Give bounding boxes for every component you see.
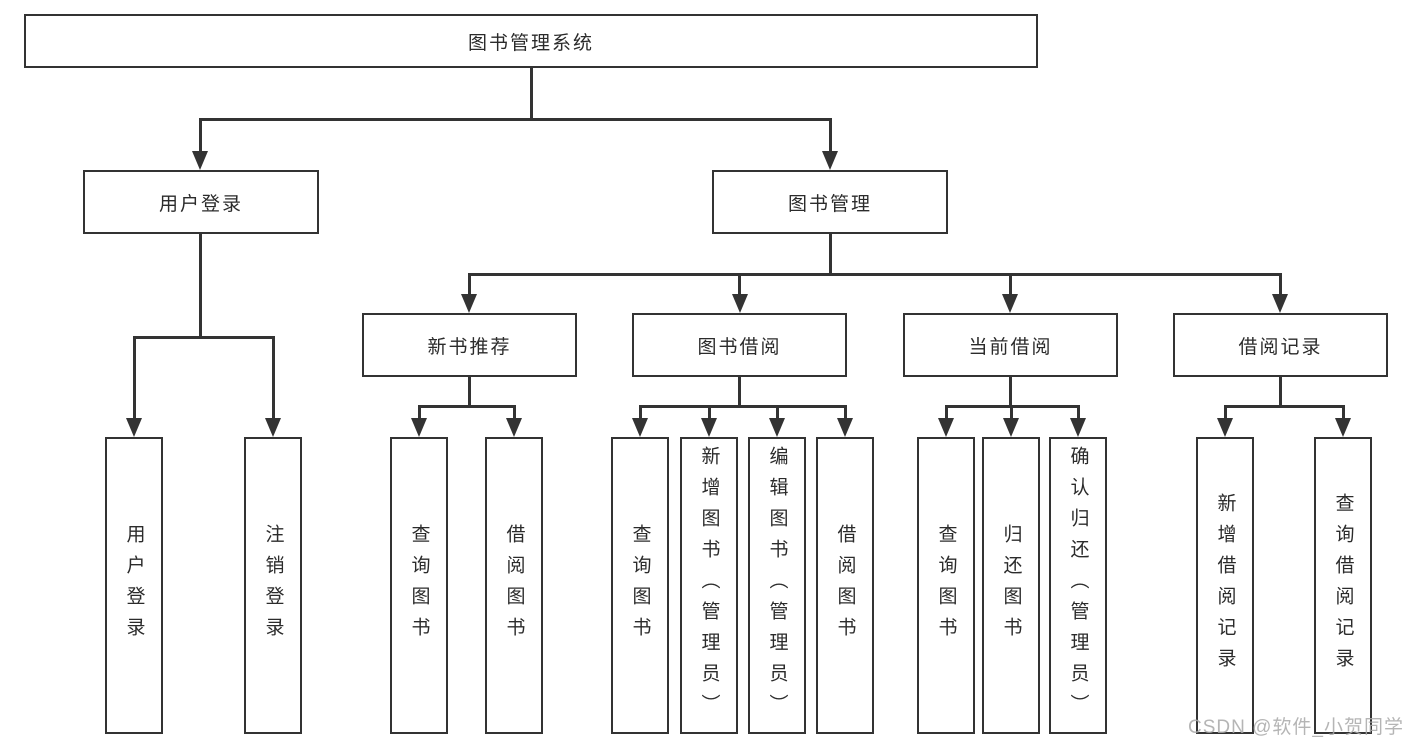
leaf-borrowing-borrow-books-label: 借阅图书 bbox=[834, 523, 856, 648]
leaf-borrowing-edit-books-admin-label: 编辑图书（管理员） bbox=[766, 446, 788, 725]
node-new-book-recommend-label: 新书推荐 bbox=[427, 336, 512, 358]
leaf-borrowing-add-books-admin: 新增图书（管理员） bbox=[680, 437, 738, 734]
connector-line bbox=[1224, 405, 1227, 421]
arrow-down-icon bbox=[126, 418, 142, 437]
node-root-label: 图书管理系统 bbox=[467, 32, 594, 54]
connector-line bbox=[829, 234, 832, 275]
leaf-borrowing-add-books-admin-label: 新增图书（管理员） bbox=[698, 446, 720, 725]
leaf-recommend-query-books: 查询图书 bbox=[390, 437, 448, 734]
leaf-logout: 注销登录 bbox=[244, 437, 302, 734]
connector-line bbox=[133, 336, 274, 339]
node-current-borrowing-label: 当前借阅 bbox=[968, 336, 1053, 358]
leaf-logout-label: 注销登录 bbox=[262, 523, 284, 648]
connector-line bbox=[133, 336, 136, 421]
arrow-down-icon bbox=[1217, 418, 1233, 437]
connector-line bbox=[199, 118, 831, 121]
leaf-borrowing-edit-books-admin: 编辑图书（管理员） bbox=[748, 437, 806, 734]
leaf-borrowing-query-books-label: 查询图书 bbox=[629, 523, 651, 648]
leaf-recommend-borrow-books-label: 借阅图书 bbox=[503, 523, 525, 648]
node-current-borrowing: 当前借阅 bbox=[903, 313, 1118, 377]
connector-line bbox=[639, 405, 846, 408]
connector-line bbox=[1009, 377, 1012, 407]
node-book-management-label: 图书管理 bbox=[787, 193, 872, 215]
connector-line bbox=[418, 405, 421, 421]
connector-line bbox=[945, 405, 948, 421]
connector-line bbox=[418, 405, 515, 408]
connector-line bbox=[468, 273, 1281, 276]
leaf-recommend-borrow-books: 借阅图书 bbox=[485, 437, 543, 734]
connector-line bbox=[639, 405, 642, 421]
leaf-records-add-borrow-record: 新增借阅记录 bbox=[1196, 437, 1254, 734]
connector-line bbox=[738, 377, 741, 407]
connector-line bbox=[844, 405, 847, 421]
leaf-current-query-books: 查询图书 bbox=[917, 437, 975, 734]
connector-line bbox=[468, 377, 471, 407]
connector-line bbox=[1077, 405, 1080, 421]
node-book-borrowing: 图书借阅 bbox=[632, 313, 847, 377]
connector-line bbox=[738, 273, 741, 296]
node-user-login: 用户登录 bbox=[83, 170, 319, 234]
arrow-down-icon bbox=[938, 418, 954, 437]
leaf-records-query-borrow-record: 查询借阅记录 bbox=[1314, 437, 1372, 734]
arrow-down-icon bbox=[1002, 294, 1018, 313]
connector-line bbox=[513, 405, 516, 421]
arrow-down-icon bbox=[192, 151, 208, 170]
node-book-borrowing-label: 图书借阅 bbox=[697, 336, 782, 358]
leaf-user-login: 用户登录 bbox=[105, 437, 163, 734]
connector-line bbox=[199, 234, 202, 337]
connector-line bbox=[1279, 377, 1282, 407]
leaf-current-return-books-label: 归还图书 bbox=[1000, 523, 1022, 648]
arrow-down-icon bbox=[506, 418, 522, 437]
leaf-recommend-query-books-label: 查询图书 bbox=[408, 523, 430, 648]
leaf-user-login-label: 用户登录 bbox=[123, 523, 145, 648]
arrow-down-icon bbox=[1335, 418, 1351, 437]
arrow-down-icon bbox=[822, 151, 838, 170]
connector-line bbox=[708, 405, 711, 421]
arrow-down-icon bbox=[837, 418, 853, 437]
arrow-down-icon bbox=[1272, 294, 1288, 313]
arrow-down-icon bbox=[701, 418, 717, 437]
connector-line bbox=[530, 68, 533, 118]
arrow-down-icon bbox=[411, 418, 427, 437]
arrow-down-icon bbox=[732, 294, 748, 313]
node-user-login-label: 用户登录 bbox=[158, 193, 243, 215]
arrow-down-icon bbox=[769, 418, 785, 437]
leaf-borrowing-borrow-books: 借阅图书 bbox=[816, 437, 874, 734]
csdn-watermark: CSDN @软件_小贺同学 bbox=[1188, 717, 1404, 738]
leaf-records-add-borrow-record-label: 新增借阅记录 bbox=[1214, 492, 1236, 679]
leaf-current-confirm-return-admin: 确认归还（管理员） bbox=[1049, 437, 1107, 734]
leaf-current-return-books: 归还图书 bbox=[982, 437, 1040, 734]
arrow-down-icon bbox=[632, 418, 648, 437]
node-book-management: 图书管理 bbox=[712, 170, 948, 234]
connector-line bbox=[829, 118, 832, 153]
node-borrow-records-label: 借阅记录 bbox=[1238, 336, 1323, 358]
leaf-current-query-books-label: 查询图书 bbox=[935, 523, 957, 648]
node-root: 图书管理系统 bbox=[24, 14, 1038, 68]
leaf-borrowing-query-books: 查询图书 bbox=[611, 437, 669, 734]
connector-line bbox=[1010, 405, 1013, 421]
leaf-current-confirm-return-admin-label: 确认归还（管理员） bbox=[1067, 446, 1089, 725]
connector-line bbox=[468, 273, 471, 296]
arrow-down-icon bbox=[1070, 418, 1086, 437]
connector-line bbox=[272, 336, 275, 421]
leaf-records-query-borrow-record-label: 查询借阅记录 bbox=[1332, 492, 1354, 679]
connector-line bbox=[199, 118, 202, 153]
connector-line bbox=[1342, 405, 1345, 421]
connector-line bbox=[1009, 273, 1012, 296]
arrow-down-icon bbox=[265, 418, 281, 437]
arrow-down-icon bbox=[461, 294, 477, 313]
node-borrow-records: 借阅记录 bbox=[1173, 313, 1388, 377]
connector-line bbox=[1279, 273, 1282, 296]
connector-line bbox=[1224, 405, 1344, 408]
node-new-book-recommend: 新书推荐 bbox=[362, 313, 577, 377]
connector-line bbox=[776, 405, 779, 421]
arrow-down-icon bbox=[1003, 418, 1019, 437]
